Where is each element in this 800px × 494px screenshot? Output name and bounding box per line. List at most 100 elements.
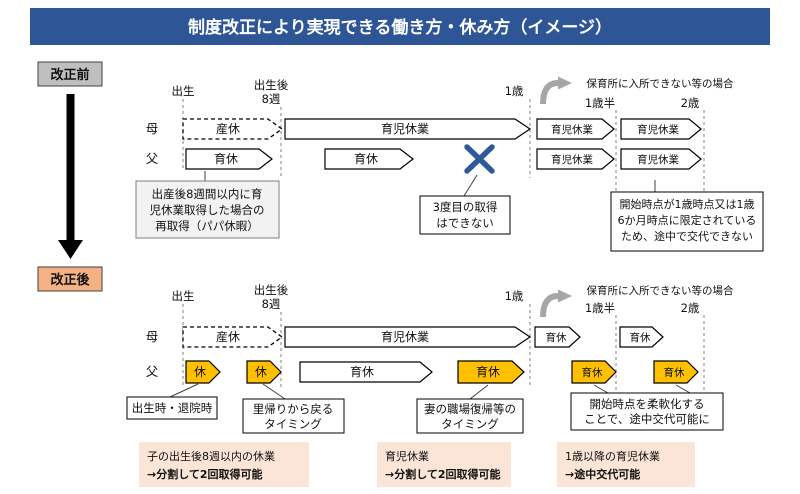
sankyu-arrow-label-before: 産休 [216, 121, 240, 136]
timeline-age2-before: 2歳 [681, 96, 700, 110]
x-mark-icon [464, 144, 495, 174]
ikukyu-orange3-father-after [653, 360, 699, 384]
timeline-age1-5-before: 1歳半 [585, 96, 615, 110]
summary-2-line2: →分割して2回取得可能 [385, 467, 501, 481]
note-start-limited-box [610, 191, 764, 252]
ikukyu-arrow-father-after [299, 361, 433, 383]
ikukyu-ext1-mother-after [534, 326, 581, 348]
sankyu-arrow-after [182, 326, 284, 348]
nursery-note-before: 保育所に入所できない等の場合 [587, 77, 734, 90]
page-title: 制度改正により実現できる働き方・休み方（イメージ） [188, 17, 612, 38]
summary-1-line1: 子の出生後8週以内の休業 [147, 449, 275, 463]
note-third-line2: はできない [436, 216, 494, 230]
ikukyu-ext2-mother-after [619, 326, 664, 348]
timeline-birth-after: 出生 [172, 289, 195, 303]
x-mark-stroke-2 [464, 144, 495, 174]
down-arrow-icon [58, 94, 83, 259]
callout-flex-line2: ことで、途中交代可能に [584, 412, 710, 426]
before-section-label: 改正前 [50, 67, 89, 83]
timeline-afterbirth2-before: 8週 [262, 92, 281, 106]
callout-flex-connector-1 [593, 384, 609, 394]
callout-return-line1: 里帰りから戻る [253, 402, 334, 416]
curved-arrow-body [540, 80, 559, 105]
childcare-leave-arrow-mother-after [284, 326, 532, 348]
curved-arrow-head [558, 76, 572, 90]
timeline-afterbirth1-before: 出生後 [254, 78, 289, 92]
curved-arrow-head-after [558, 289, 572, 303]
ikukyu-ext2-label-mother-after: 育休 [630, 331, 651, 344]
summary-3-line1: 1歳以降の育児休業 [565, 449, 660, 463]
childcare-leave-arrow-mother-before [284, 118, 532, 140]
childcare-ext1-label-father-before: 育児休業 [551, 153, 593, 166]
callout-wife-box [416, 398, 524, 434]
summary-3-line2: →途中交代可能 [565, 467, 640, 481]
note-limited-line3: ため、途中で交代できない [621, 229, 753, 243]
kyu2-label-father-after: 休 [255, 365, 267, 379]
summary-row: 子の出生後8週以内の休業 →分割して2回取得可能 育児休業 →分割して2回取得可… [139, 442, 695, 487]
down-arrow-head [58, 240, 83, 259]
callout-flex-connector-2 [675, 384, 691, 394]
summary-box-1 [139, 442, 309, 487]
callout-return-box [242, 398, 345, 434]
mother-row-label-before: 母 [146, 121, 159, 136]
timeline-age1-before: 1歳 [505, 84, 524, 98]
after-section: 改正後 出生 出生後 8週 1歳 1歳半 2歳 保育所に入所できない等の場合 母… [37, 266, 734, 434]
note-third-line1: 3度目の取得 [433, 200, 498, 214]
ikukyu1-label-father-before: 育休 [214, 151, 238, 166]
summary-box-3 [557, 442, 695, 487]
callout-flex-line1: 開始時点を柔軟化する [590, 397, 705, 411]
timeline-afterbirth2-after: 8週 [262, 297, 281, 311]
kyu1-arrow-father-after [185, 360, 221, 384]
callout-wife-line1: 妻の職場復帰等の [424, 402, 516, 416]
childcare-leave-label-mother-after: 育児休業 [381, 329, 429, 344]
father-row-label-after: 父 [146, 364, 159, 379]
timeline-age1-after: 1歳 [505, 289, 524, 303]
childcare-ext1-mother-before [536, 118, 615, 140]
childcare-ext2-label-mother-before: 育児休業 [637, 123, 679, 136]
timeline-afterbirth1-after: 出生後 [254, 283, 289, 297]
childcare-ext2-mother-before [620, 118, 702, 140]
callout-return-connector [262, 383, 286, 400]
down-arrow-stem [66, 94, 75, 240]
childcare-leave-label-mother-before: 育児休業 [381, 121, 429, 136]
ikukyu-orange1-father-after [457, 360, 525, 384]
sankyu-arrow-before [182, 118, 284, 140]
timeline-age2-after: 2歳 [681, 301, 700, 315]
summary-box-2 [377, 442, 511, 487]
sankyu-arrow-label-after: 産休 [216, 329, 240, 344]
ikukyu-ext1-label-mother-after: 育休 [546, 331, 567, 344]
note-third-time-box [419, 195, 511, 235]
before-section: 改正前 出生 出生後 8週 1歳 1歳半 2歳 保育所に入所できない等の場合 母… [37, 61, 764, 259]
nursery-note-after: 保育所に入所できない等の場合 [587, 284, 734, 297]
ikukyu2-arrow-father-before [324, 148, 414, 170]
callout-birth-box [126, 396, 218, 420]
timeline-age1-5-after: 1歳半 [585, 301, 615, 315]
title-bar [30, 8, 770, 45]
note-papa-leave-box [135, 180, 280, 239]
callout-return-line2: タイミング [264, 417, 322, 431]
callout-flex-box [570, 392, 724, 431]
childcare-ext1-label-mother-before: 育児休業 [551, 123, 593, 136]
ikukyu-orange2-label-father-after: 育休 [582, 366, 603, 379]
callout-birth-line1: 出生時・退院時 [132, 401, 213, 415]
ikukyu1-arrow-father-before [185, 148, 273, 170]
note-papa-line1: 出産後8週間以内に育 [152, 187, 263, 201]
note-papa-line2: 児休業取得した場合の [150, 203, 265, 217]
ikukyu-label-father-after: 育休 [350, 364, 374, 379]
after-section-label-box [37, 266, 103, 292]
kyu2-arrow-father-after [246, 360, 282, 384]
timeline-birth-before: 出生 [172, 84, 195, 98]
ikukyu-orange2-father-after [571, 360, 617, 384]
note-third-connector [463, 174, 478, 197]
note-limited-line2: 6か月時点に限定されている [618, 213, 757, 227]
callout-wife-connector [469, 384, 489, 400]
mother-row-label-after: 母 [146, 329, 159, 344]
note-papa-line3: 再取得（パパ休暇） [155, 219, 259, 233]
summary-1-line2: →分割して2回取得可能 [147, 467, 263, 481]
father-row-label-before: 父 [146, 151, 159, 166]
kyu1-label-father-after: 休 [194, 365, 206, 379]
summary-2-line1: 育児休業 [385, 449, 429, 463]
before-section-label-box [37, 61, 103, 87]
childcare-ext1-father-before [536, 148, 615, 170]
